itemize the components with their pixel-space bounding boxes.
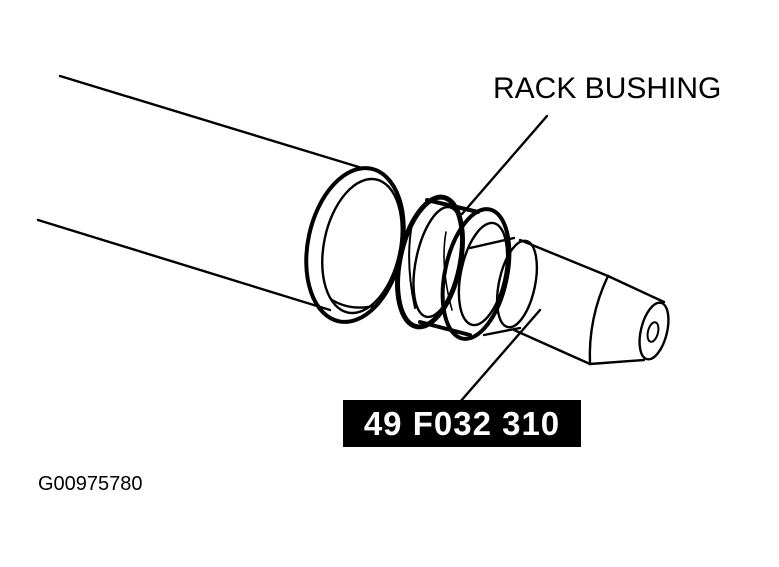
tool-body-top xyxy=(518,238,610,278)
tool-number-label: 49 F032 310 xyxy=(343,400,581,447)
rack-bushing-leader-line xyxy=(460,114,549,216)
tool-nose-top xyxy=(606,274,666,304)
housing-inner-shade xyxy=(330,298,380,309)
tool-shoulder-face xyxy=(495,239,539,329)
figure-id-label: G00975780 xyxy=(38,473,143,495)
tool-body-bottom xyxy=(512,328,592,366)
special-tool xyxy=(468,236,670,366)
tool-leader-line xyxy=(458,308,542,404)
housing-bottom-edge xyxy=(36,218,332,312)
rack-bushing xyxy=(395,194,512,341)
tool-nose-seam xyxy=(588,274,610,366)
housing-top-edge xyxy=(58,74,364,170)
rack-housing-tube xyxy=(36,74,364,312)
rack-bushing-label: RACK BUSHING xyxy=(493,72,722,105)
tool-tip-hole xyxy=(646,321,660,343)
tool-shoulder-top xyxy=(468,236,516,250)
tool-nose-bottom xyxy=(588,358,646,366)
tool-tip-face xyxy=(638,301,670,361)
